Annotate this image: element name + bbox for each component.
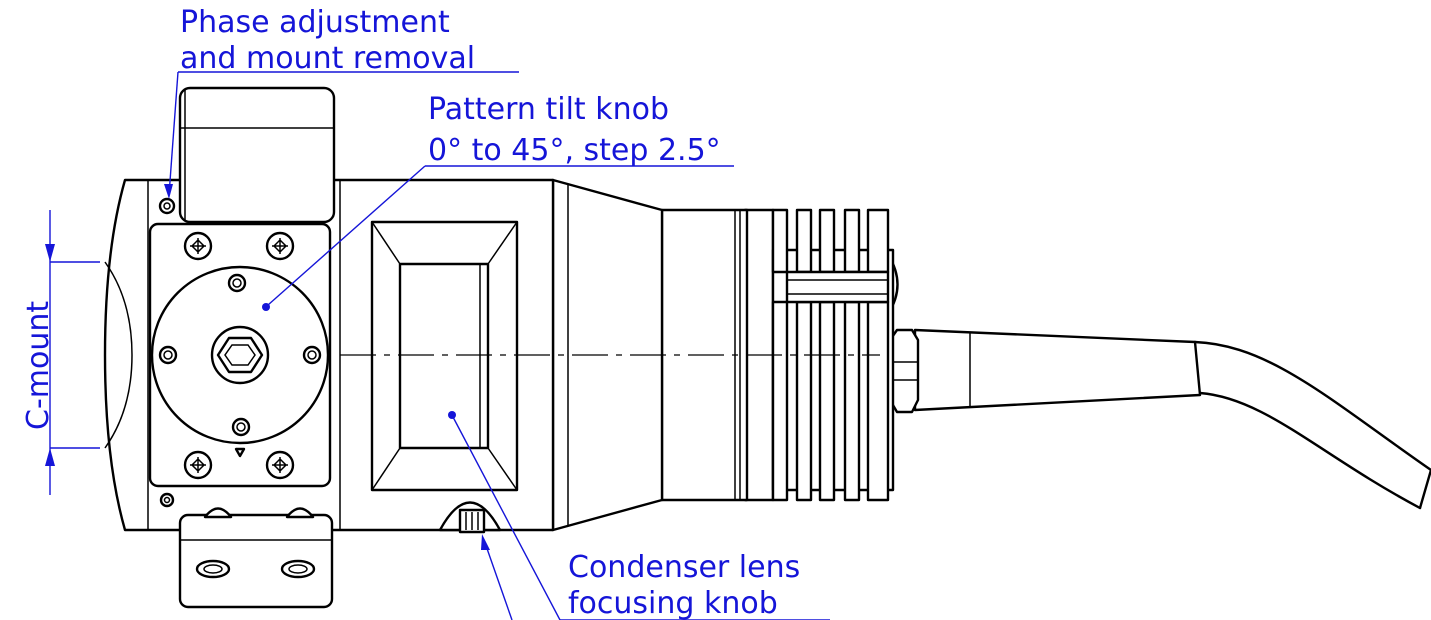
bottom-clamp [178,507,334,609]
tilt-label-line2: 0° to 45°, step 2.5° [428,133,721,168]
phase-screws [158,197,176,508]
tilt-label-line1: Pattern tilt knob [428,92,669,127]
phase-label-line2: and mount removal [180,41,475,76]
condenser-window [370,220,519,492]
tilt-plate [148,222,332,488]
phase-label-line1: Phase adjustment [180,5,450,40]
strain-relief [913,328,1202,412]
phase-leader [164,71,519,199]
condenser-label-line1: Condenser lens [568,550,800,585]
tilt-leader [262,165,734,311]
cmount-label: C-mount [21,301,56,430]
hex-nut [888,328,920,414]
condenser-leaders [448,411,830,620]
cable [1193,340,1431,510]
torx-screws [183,231,295,480]
top-clamp [178,86,336,224]
condenser-knob [438,501,502,534]
condenser-label-line2: focusing knob [568,586,778,620]
heatsink [743,208,895,502]
cmount-dimension [45,210,100,495]
